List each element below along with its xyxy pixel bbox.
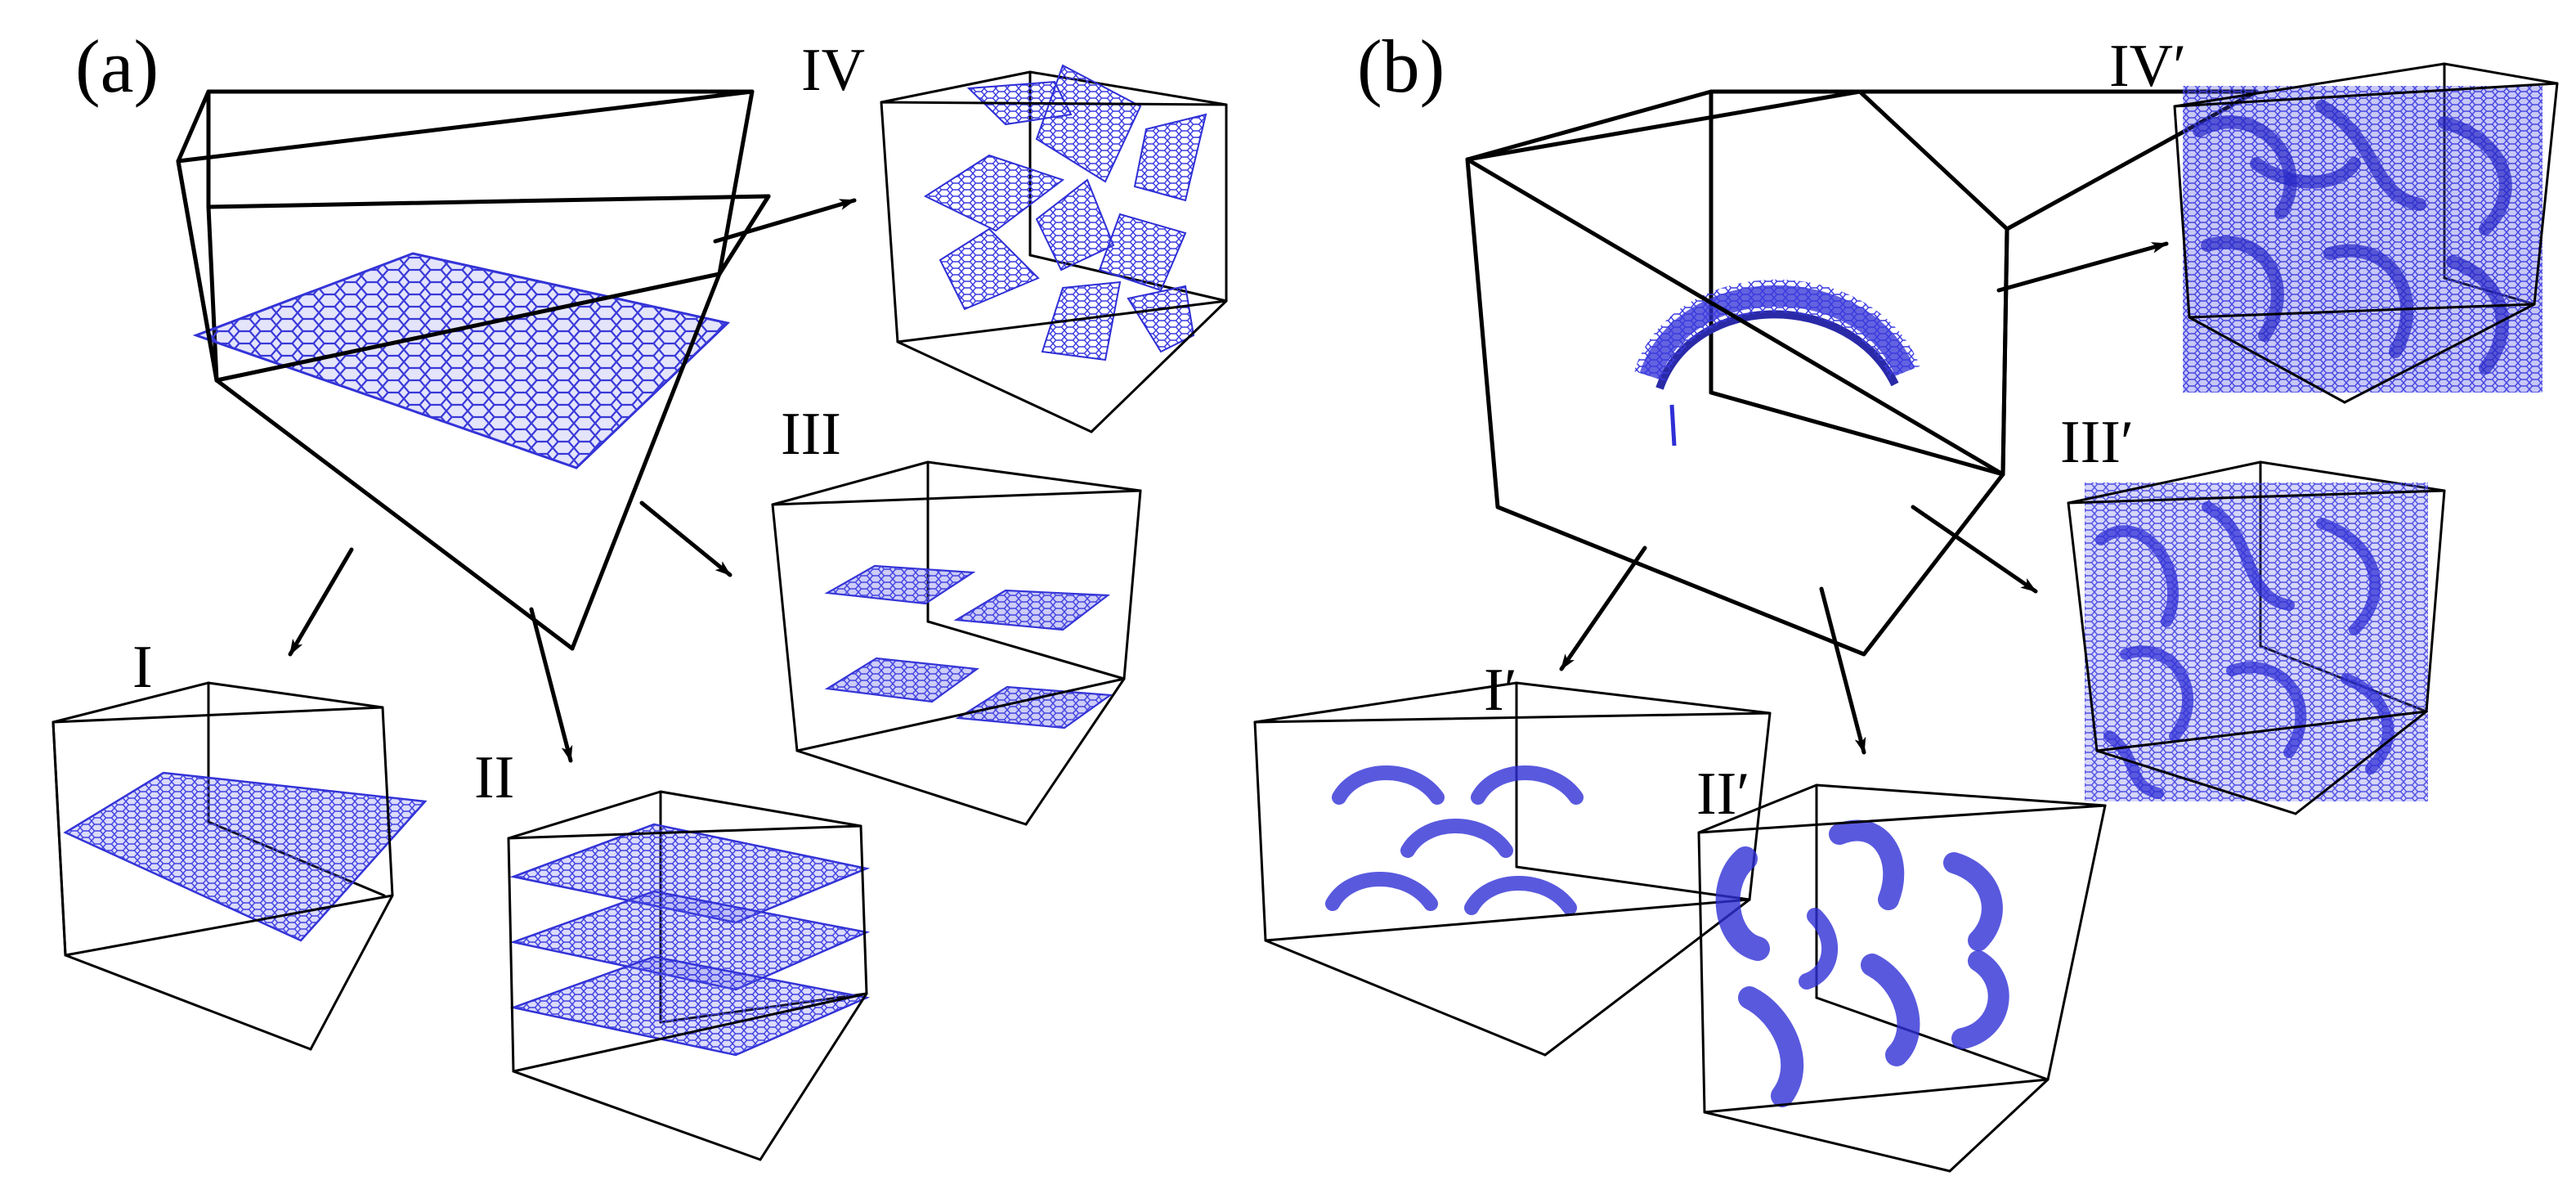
panel-a: (a) I (52, 25, 1228, 1161)
graphene-sheet-I (63, 771, 428, 942)
arrow-to-Ip (1559, 545, 1647, 671)
label-III: III (781, 401, 841, 468)
cube-II-prime: II′ (1696, 761, 2107, 1173)
label-IV: IV (801, 37, 865, 104)
label-IV-prime: IV′ (2109, 33, 2186, 100)
arrow-to-II (529, 607, 573, 763)
label-III-prime: III′ (2060, 409, 2134, 476)
arrow-to-I (288, 547, 354, 657)
cube-III: III (771, 401, 1142, 826)
arrow-to-IIIp (1911, 505, 2038, 594)
cube-IV-prime: IV′ (2109, 33, 2559, 404)
tangled-flakes-IV-prime (2183, 86, 2542, 393)
graphene-patches-III (824, 564, 1113, 729)
arrow-to-IV (713, 198, 857, 244)
arrow-to-III (639, 500, 732, 577)
cube-II: II (474, 744, 871, 1161)
graphene-sheet (192, 252, 731, 469)
curved-graphene (1633, 279, 1920, 447)
cube-IV: IV (801, 37, 1228, 433)
curved-flakes-I-prime (1325, 765, 1584, 915)
main-cube-a (176, 89, 771, 651)
label-II: II (474, 744, 514, 811)
panel-a-label: (a) (75, 25, 159, 108)
graphene-flakes-IV (923, 64, 1207, 361)
arrow-to-IVp (1996, 241, 2169, 293)
cube-I: I (52, 634, 428, 1051)
label-I-prime: I′ (1484, 657, 1517, 724)
arrow-to-IIp (1819, 586, 1866, 755)
cube-I-prime: I′ (1253, 657, 1772, 1057)
cube-III-prime: III′ (2060, 409, 2446, 815)
panel-b-label: (b) (1357, 25, 1445, 108)
label-II-prime: II′ (1696, 761, 1749, 828)
panel-b: (b) I′ (1253, 25, 2559, 1173)
curved-flakes-II-prime (1715, 819, 2009, 1107)
tangled-flakes-III-prime (2085, 483, 2428, 801)
graphene-stack-II (509, 823, 871, 1057)
label-I: I (132, 634, 153, 701)
